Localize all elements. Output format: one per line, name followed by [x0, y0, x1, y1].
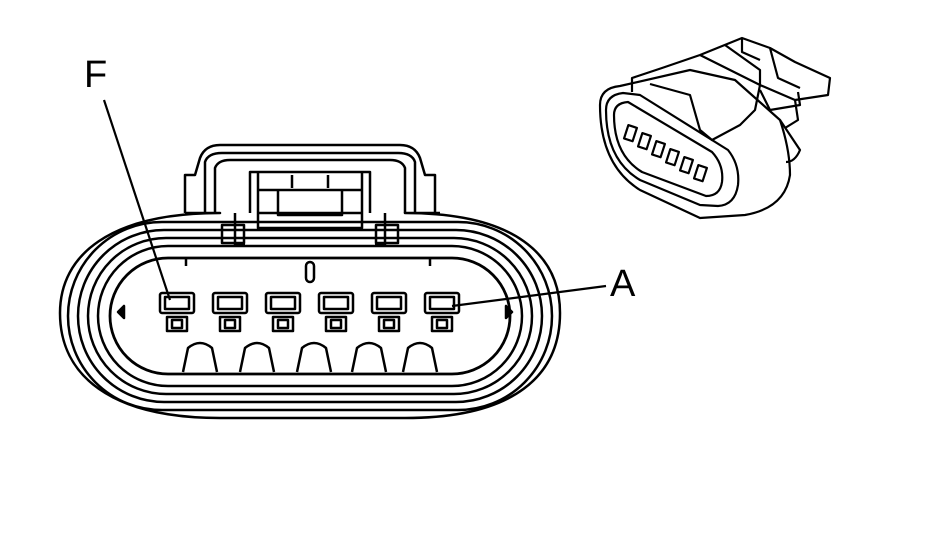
latch-bridge	[233, 211, 387, 247]
left-wedge	[116, 304, 126, 320]
terminal-d	[264, 291, 302, 333]
pin-label-a: A	[610, 263, 636, 305]
iso-rear	[779, 119, 802, 164]
connector-ring-1	[66, 220, 554, 412]
iso-face-inner	[612, 100, 724, 198]
connector-outline-outer	[58, 211, 562, 420]
terminal-f	[158, 291, 196, 333]
terminal-b	[370, 291, 408, 333]
latch-inner	[203, 151, 417, 213]
latch-center	[248, 170, 372, 230]
terminal-row	[158, 291, 461, 333]
iso-pins	[622, 124, 709, 183]
connector-ring-4	[96, 244, 524, 388]
key-slot	[304, 260, 316, 284]
iso-face	[604, 91, 740, 208]
latch-tab-right	[374, 223, 400, 245]
connector-ring-inner	[108, 256, 512, 376]
leader-line-f	[102, 99, 172, 301]
connector-face	[58, 211, 562, 420]
connector-ring-3	[86, 236, 534, 396]
connector-isometric	[598, 36, 832, 220]
terminal-e	[211, 291, 249, 333]
locking-latch	[183, 143, 437, 247]
terminal-a	[423, 291, 461, 333]
connector-ring-2	[76, 228, 544, 404]
bottom-keys	[181, 341, 439, 373]
latch-inner-2	[213, 158, 407, 213]
latch-tab-left	[220, 223, 246, 245]
iso-latch	[630, 36, 832, 142]
right-wedge	[504, 304, 514, 320]
latch-outer	[183, 143, 437, 213]
leader-line-a	[451, 284, 607, 308]
pin-label-f: F	[84, 54, 108, 96]
iso-body	[598, 68, 792, 220]
terminal-c	[317, 291, 355, 333]
